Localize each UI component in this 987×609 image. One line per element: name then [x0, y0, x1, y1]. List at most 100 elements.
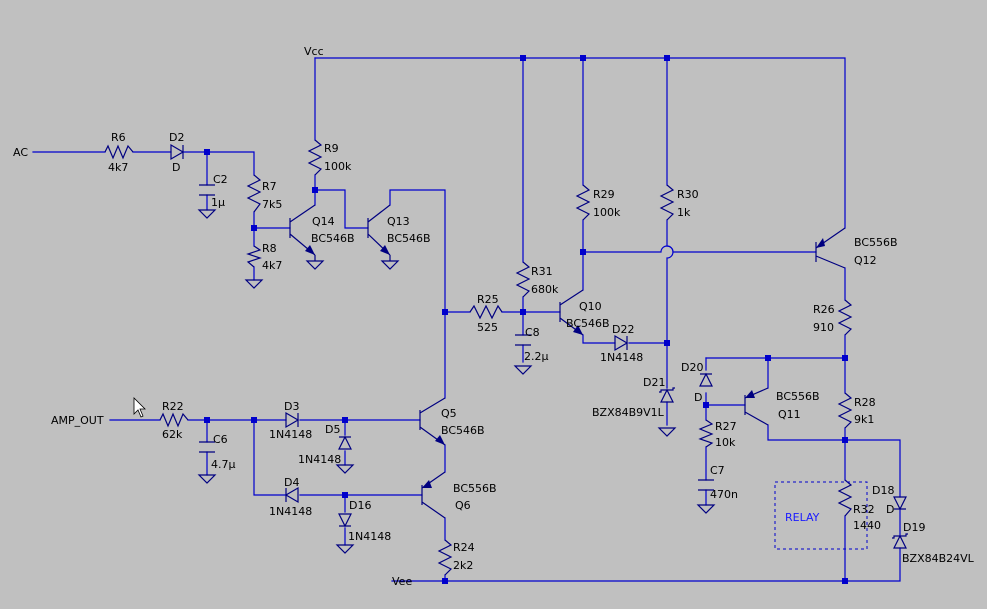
- resistor-r30: [659, 184, 675, 221]
- label-d19-name: D19: [903, 521, 925, 534]
- label-c6-name: C6: [213, 433, 228, 446]
- label-c2-value: 1µ: [211, 196, 225, 209]
- ground-d5: [335, 464, 355, 474]
- label-c7-name: C7: [710, 464, 725, 477]
- label-d2-name: D2: [169, 131, 184, 144]
- label-q13-value: BC546B: [387, 232, 431, 245]
- diodes: [170, 143, 908, 549]
- mouse-cursor-icon: [133, 397, 146, 418]
- resistors: [104, 139, 853, 576]
- resistor-r24: [437, 539, 453, 576]
- resistor-r25: [469, 304, 503, 320]
- label-q10-value: BC546B: [566, 317, 610, 330]
- label-d22-name: D22: [612, 323, 634, 336]
- capacitors: [199, 184, 714, 491]
- label-c7-value: 470n: [710, 488, 738, 501]
- relay-box: [774, 481, 868, 550]
- diode-d22: [614, 334, 629, 352]
- label-r28-value: 9k1: [854, 413, 874, 426]
- label-r32-name: R32: [853, 503, 875, 516]
- label-d16-name: D16: [349, 499, 371, 512]
- resistor-r8: [246, 245, 262, 268]
- resistor-r27: [698, 419, 714, 448]
- ground-q13: [380, 255, 400, 270]
- capacitor-c2: [199, 184, 215, 196]
- label-q5-value: BC546B: [441, 424, 485, 437]
- label-d18-value: D: [886, 503, 894, 516]
- label-d3-value: 1N4148: [269, 428, 312, 441]
- resistor-r9: [307, 139, 323, 176]
- ground-q14: [305, 255, 325, 270]
- label-d5-name: D5: [325, 423, 340, 436]
- label-q12-value: BC556B: [854, 236, 898, 249]
- diode-d16: [338, 513, 352, 528]
- ground-symbols: [197, 209, 716, 554]
- label-d16-value: 1N4148: [348, 530, 391, 543]
- net-labels: Vcc Vee AC AMP_OUT: [13, 45, 412, 588]
- capacitor-c7: [698, 479, 714, 491]
- transistor-q14: [289, 204, 316, 256]
- diode-d3: [285, 411, 300, 429]
- label-r29-value: 100k: [593, 206, 621, 219]
- label-r24-name: R24: [453, 541, 475, 554]
- label-d3-name: D3: [284, 400, 299, 413]
- label-r7-value: 7k5: [262, 198, 282, 211]
- ground-c8: [513, 365, 533, 375]
- diode-d20: [699, 372, 713, 387]
- ground-c6: [197, 474, 217, 484]
- label-r22-name: R22: [162, 400, 184, 413]
- label-r22-value: 62k: [162, 428, 183, 441]
- label-d2-value: D: [172, 161, 180, 174]
- ground-c7: [696, 504, 716, 514]
- label-r9-name: R9: [324, 142, 339, 155]
- label-c8-value: 2.2µ: [524, 350, 549, 363]
- label-q14-value: BC546B: [311, 232, 355, 245]
- label-q5-name: Q5: [441, 407, 457, 420]
- label-q14-name: Q14: [312, 215, 335, 228]
- transistors: [289, 204, 846, 519]
- label-d18-name: D18: [872, 484, 894, 497]
- label-c8-name: C8: [525, 326, 540, 339]
- resistor-r32: [837, 479, 853, 517]
- label-r6-name: R6: [111, 131, 126, 144]
- label-r26-value: 910: [813, 321, 834, 334]
- label-r6-value: 4k7: [108, 161, 128, 174]
- label-d22-value: 1N4148: [600, 351, 643, 364]
- label-r8-name: R8: [262, 242, 277, 255]
- label-q12-name: Q12: [854, 254, 877, 267]
- label-q6-name: Q6: [455, 499, 471, 512]
- label-q13-name: Q13: [387, 215, 410, 228]
- resistor-r6: [104, 144, 134, 160]
- label-r27-name: R27: [715, 420, 737, 433]
- net-label-amp-out: AMP_OUT: [51, 414, 104, 427]
- label-r27-value: 10k: [715, 436, 736, 449]
- ground-r8: [244, 279, 264, 289]
- transistor-q10: [559, 289, 584, 336]
- label-c2-name: C2: [213, 173, 228, 186]
- label-r30-value: 1k: [677, 206, 691, 219]
- zener-d21: [659, 387, 675, 403]
- label-d19-value: BZX84B24VL: [902, 552, 975, 565]
- resistor-r7: [246, 174, 262, 213]
- relay-label: RELAY: [785, 511, 820, 524]
- transistor-q11: [744, 387, 769, 426]
- resistor-r26: [837, 299, 853, 336]
- label-r30-name: R30: [677, 188, 699, 201]
- label-r29-name: R29: [593, 188, 615, 201]
- transistor-q12: [815, 227, 846, 269]
- resistor-r31: [515, 261, 531, 298]
- label-d4-name: D4: [284, 476, 299, 489]
- label-q6-value: BC556B: [453, 482, 497, 495]
- label-d21-name: D21: [643, 376, 665, 389]
- resistor-r22: [159, 412, 189, 428]
- diode-d18: [893, 496, 907, 511]
- capacitor-c6: [199, 441, 215, 453]
- capacitor-c8: [515, 334, 531, 346]
- label-d21-value: BZX84B9V1L: [592, 406, 665, 419]
- label-q10-name: Q10: [579, 300, 602, 313]
- label-r32-value: 1440: [853, 519, 881, 532]
- transistor-q13: [367, 204, 391, 256]
- label-r9-value: 100k: [324, 160, 352, 173]
- transistor-q5: [419, 397, 446, 446]
